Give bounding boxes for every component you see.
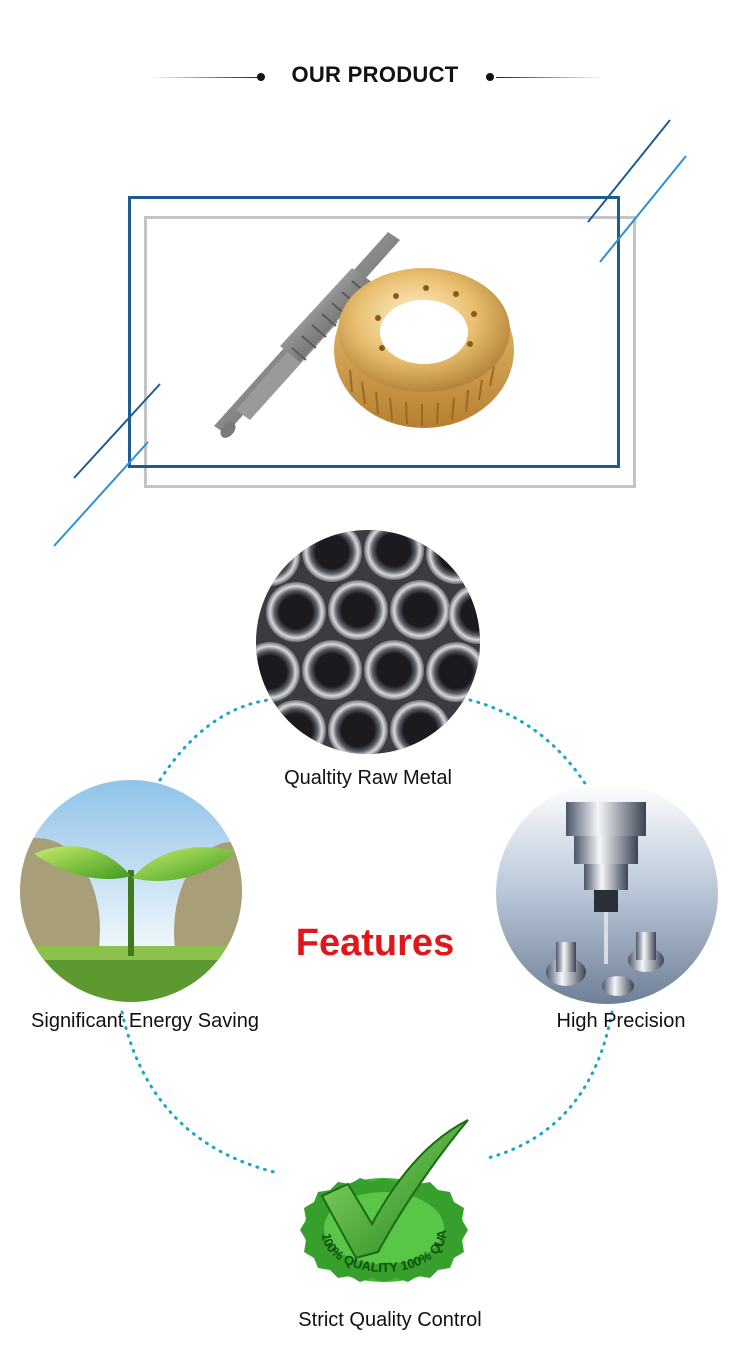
header-dot-right <box>486 73 494 81</box>
product-frame-front <box>128 196 620 468</box>
section-title: OUR PRODUCT <box>291 62 459 87</box>
feature-label-high-precision: High Precision <box>556 1010 686 1032</box>
features-title: Features <box>295 922 455 964</box>
metal-pipes-image <box>256 530 480 754</box>
feature-label-energy-saving: Significant Energy Saving <box>31 1010 259 1032</box>
feature-label-raw-metal: Qualtity Raw Metal <box>284 767 452 789</box>
header-line-right <box>496 77 604 78</box>
quality-check-seal-image: 100% QUALITY 100% QUALITY <box>300 1112 469 1282</box>
accent-lines <box>53 119 687 547</box>
header-dot-left <box>257 73 265 81</box>
feature-label-quality-control: Strict Quality Control <box>298 1309 482 1331</box>
sprout-image <box>20 780 242 1002</box>
worm-gear-product-image <box>214 232 514 438</box>
header-line-left <box>150 77 258 78</box>
dotted-connector-circle <box>120 698 614 1174</box>
cnc-machining-image <box>496 782 718 1004</box>
